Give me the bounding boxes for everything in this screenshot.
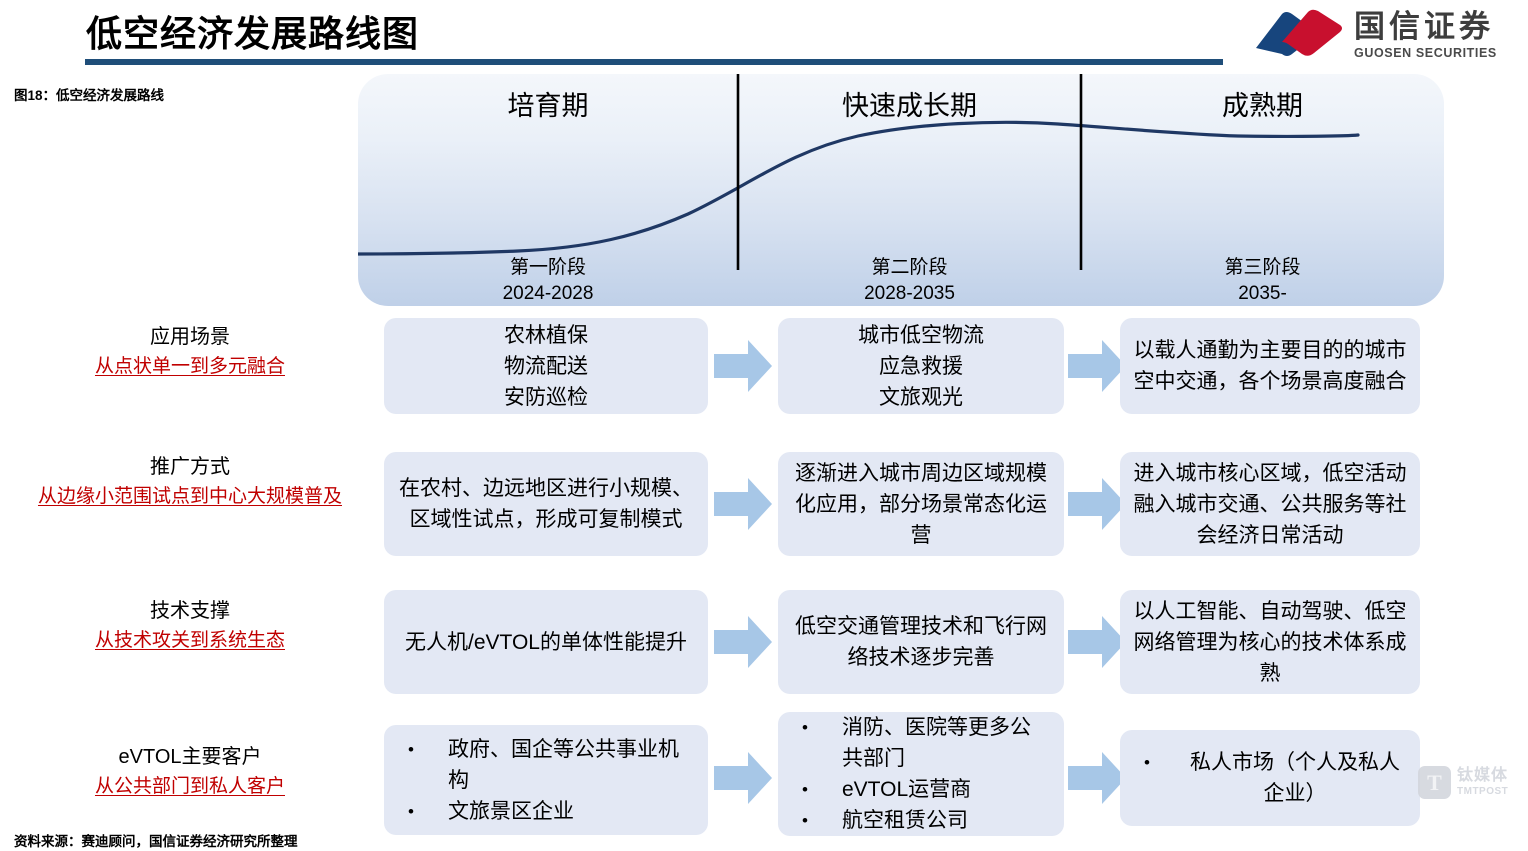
row-label-sub-1: 从边缘小范围试点到中心大规模普及 [37,486,342,507]
cell-text-r1-c2: 进入城市核心区域，低空活动融入城市交通、公共服务等社会经济日常活动 [1133,461,1407,547]
cell-text-r1-c1: 逐渐进入城市周边区域规模化应用，部分场景常态化运营 [795,461,1047,547]
logo-text: 国信证券 GUOSEN SECURITIES [1354,11,1497,60]
stage-label-0: 第一阶段 2024-2028 [358,255,738,306]
tmtpost-logo-icon [1418,766,1451,799]
cell-text-r2-c1: 低空交通管理技术和飞行网络技术逐步完善 [795,615,1047,669]
cell-r1-c2: 进入城市核心区域，低空活动融入城市交通、公共服务等社会经济日常活动 [1120,452,1420,556]
figure-caption: 图18：低空经济发展路线 [14,88,165,103]
logo-en-text: GUOSEN SECURITIES [1354,45,1497,60]
page-title: 低空经济发展路线图 [86,13,420,54]
cell-r1-c1: 逐渐进入城市周边区域规模化应用，部分场景常态化运营 [778,452,1064,556]
phase-label-0: 培育期 [507,91,589,121]
arrow-r3-1 [1068,752,1126,804]
stage-years-1: 2028-2035 [864,283,955,304]
row-label-sub-2: 从技术攻关到系统生态 [94,630,285,651]
list-item: 政府、国企等公共事业机构 [402,734,694,796]
title-underline-rule [85,59,1223,65]
guosen-logo: 国信证券 GUOSEN SECURITIES [1252,4,1514,66]
source-note: 资料来源：赛迪顾问，国信证券经济研究所整理 [14,834,298,849]
bullet-list-r3-c1: 消防、医院等更多公共部门eVTOL运营商航空租赁公司 [778,712,1064,836]
row-label-main-0: 应用场景 [150,326,230,348]
stage-years-0: 2024-2028 [502,283,594,304]
cell-r2-c0: 无人机/eVTOL的单体性能提升 [384,590,708,694]
arrow-r0-0 [714,340,772,392]
arrow-r3-0 [714,752,772,804]
cell-text-r0-c0: 农林植保物流配送安防巡检 [504,323,588,409]
row-label-main-2: 技术支撑 [150,600,230,622]
stage-name-1: 第二阶段 [871,257,948,278]
cell-text-r1-c0: 在农村、边远地区进行小规模、区域性试点，形成可复制模式 [399,477,693,531]
logo-cn-text: 国信证券 [1354,8,1494,44]
list-item: 航空租赁公司 [796,805,1050,836]
stage-label-1: 第二阶段 2028-2035 [738,255,1081,306]
cell-r3-c0: 政府、国企等公共事业机构文旅景区企业 [384,725,708,835]
arrow-r2-1 [1068,616,1126,668]
tmtpost-watermark: 钛媒体 TMTPOST [1418,766,1508,799]
cell-r3-c2: 私人市场（个人及私人企业） [1120,730,1420,826]
row-label-evtol-customers: eVTOL主要客户 从公共部门到私人客户 [20,742,360,801]
cell-r0-c1: 城市低空物流应急救援文旅观光 [778,318,1064,414]
stage-name-2: 第三阶段 [1224,257,1301,278]
cell-r0-c0: 农林植保物流配送安防巡检 [384,318,708,414]
watermark-en: TMTPOST [1457,786,1509,797]
stage-label-2: 第三阶段 2035- [1081,255,1444,306]
row-label-promotion-method: 推广方式 从边缘小范围试点到中心大规模普及 [20,452,360,511]
cell-text-r0-c2: 以载人通勤为主要目的的城市空中交通，各个场景高度融合 [1133,339,1407,393]
row-label-application-scenario: 应用场景 从点状单一到多元融合 [20,322,360,381]
row-label-sub-3: 从公共部门到私人客户 [94,776,285,797]
row-label-main-3: eVTOL主要客户 [118,746,262,768]
cell-text-r2-c2: 以人工智能、自动驾驶、低空网络管理为核心的技术体系成熟 [1133,599,1407,685]
cell-r2-c1: 低空交通管理技术和飞行网络技术逐步完善 [778,590,1064,694]
arrow-r2-0 [714,616,772,668]
guosen-logo-mark-icon [1252,8,1344,62]
watermark-cn: 钛媒体 [1457,767,1509,784]
arrow-r0-1 [1068,340,1126,392]
lifecycle-curve-panel: 培育期 快速成长期 成熟期 第一阶段 2024-2028 第二阶段 2028-2… [358,74,1444,306]
phase-label-1: 快速成长期 [842,91,977,121]
row-label-main-1: 推广方式 [150,456,230,478]
row-label-sub-0: 从点状单一到多元融合 [94,356,285,377]
stage-name-0: 第一阶段 [509,257,586,278]
cell-r0-c2: 以载人通勤为主要目的的城市空中交通，各个场景高度融合 [1120,318,1420,414]
cell-r2-c2: 以人工智能、自动驾驶、低空网络管理为核心的技术体系成熟 [1120,590,1420,694]
list-item: 消防、医院等更多公共部门 [796,712,1050,774]
bullet-list-r3-c2: 私人市场（个人及私人企业） [1120,747,1420,809]
stage-years-2: 2035- [1238,283,1287,304]
list-item: eVTOL运营商 [796,774,1050,805]
s-curve-chart [358,74,1360,270]
cell-r1-c0: 在农村、边远地区进行小规模、区域性试点，形成可复制模式 [384,452,708,556]
arrow-r1-1 [1068,478,1126,530]
cell-text-r0-c1: 城市低空物流应急救援文旅观光 [858,323,984,409]
list-item: 文旅景区企业 [402,796,694,827]
tmtpost-text: 钛媒体 TMTPOST [1457,768,1508,797]
phase-label-2: 成熟期 [1222,91,1303,121]
arrow-r1-0 [714,478,772,530]
cell-text-r2-c0: 无人机/eVTOL的单体性能提升 [405,630,687,654]
list-item: 私人市场（个人及私人企业） [1138,747,1406,809]
cell-r3-c1: 消防、医院等更多公共部门eVTOL运营商航空租赁公司 [778,712,1064,836]
bullet-list-r3-c0: 政府、国企等公共事业机构文旅景区企业 [384,734,708,827]
row-label-technical-support: 技术支撑 从技术攻关到系统生态 [20,596,360,655]
